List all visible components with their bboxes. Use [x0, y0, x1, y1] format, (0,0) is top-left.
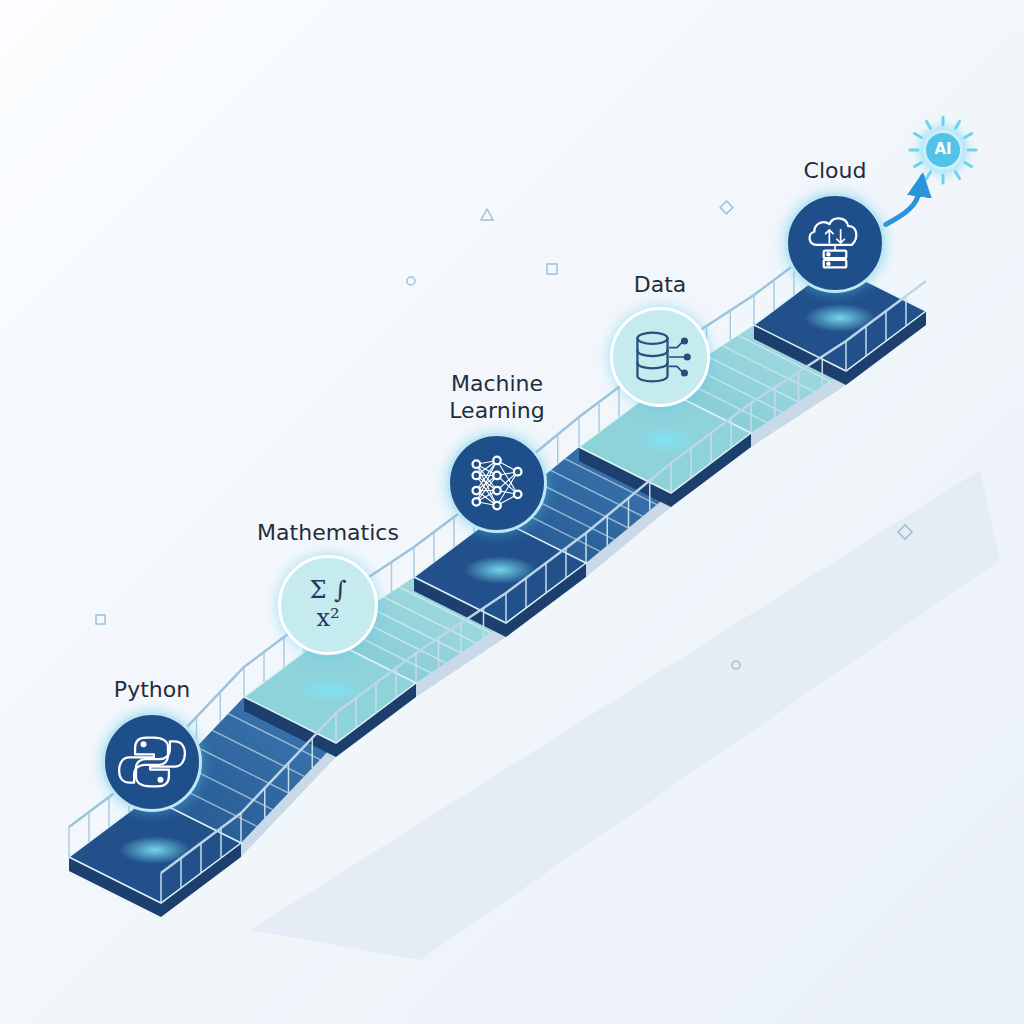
step-edge	[369, 607, 461, 653]
rail-post	[68, 827, 70, 857]
math-symbols: Σ ∫ x²	[301, 577, 355, 632]
rail-post	[375, 683, 377, 713]
rail-post	[395, 668, 397, 698]
rail-post	[598, 402, 600, 432]
rail-post	[220, 692, 222, 722]
square-deco	[547, 264, 557, 274]
python-icon	[105, 715, 199, 809]
ai-glow	[913, 120, 973, 180]
rail-post	[483, 608, 485, 638]
data-icon	[613, 310, 707, 404]
rail-post	[822, 357, 824, 387]
rail-post	[180, 858, 182, 888]
ml-icon	[450, 436, 544, 530]
step-edge	[707, 356, 799, 402]
rail-post	[690, 448, 692, 478]
rail-post	[355, 698, 357, 728]
skill-circle: Machine Learning	[447, 433, 547, 533]
step-edge	[537, 482, 629, 528]
rail-post	[773, 280, 775, 310]
rail-post	[263, 652, 265, 682]
step-label: Python	[114, 677, 190, 703]
hand-rail	[161, 281, 926, 873]
cloud-icon	[788, 196, 882, 290]
rail-post	[578, 417, 580, 447]
skill-circle: Python	[102, 712, 202, 812]
rail-post	[240, 813, 242, 843]
rail-post	[753, 295, 755, 325]
rail-post	[335, 713, 337, 743]
step-label: Machine Learning	[427, 371, 567, 424]
rail-post	[160, 873, 162, 903]
rail-post	[525, 578, 527, 608]
rail-post	[505, 593, 507, 623]
rail-post	[730, 418, 732, 448]
step-label: Data	[634, 272, 687, 298]
rail-post	[545, 563, 547, 593]
step-label: Mathematics	[257, 520, 399, 546]
rail-post	[460, 623, 462, 653]
rail-post	[774, 388, 776, 418]
rail-post	[710, 433, 712, 463]
rail-post	[845, 341, 847, 371]
rail-post	[413, 547, 415, 577]
rail-post	[264, 788, 266, 818]
rail-post	[312, 738, 314, 768]
rail-post	[243, 667, 245, 697]
rail-post	[565, 548, 567, 578]
diamond-deco	[898, 525, 912, 539]
diamond-deco	[720, 201, 733, 214]
rail-post	[88, 812, 90, 842]
stairs	[69, 235, 926, 917]
growth-arrow	[886, 177, 923, 225]
ai-badge: AI	[923, 130, 963, 170]
rail-post	[670, 463, 672, 493]
rail-post	[585, 533, 587, 563]
step-edge	[212, 730, 304, 776]
rail-post	[108, 797, 110, 827]
rail-post	[865, 326, 867, 356]
badge-text: AI	[934, 141, 951, 158]
rail-post	[885, 311, 887, 341]
rail-post	[415, 653, 417, 683]
rail-post	[798, 372, 800, 402]
rail-post	[750, 403, 752, 433]
skill-circle: MathematicsΣ ∫ x²	[278, 555, 378, 655]
skill-circle: Data	[610, 307, 710, 407]
rail-post	[438, 638, 440, 668]
rail-post	[391, 562, 393, 592]
rail-post	[905, 296, 907, 326]
rail-post	[649, 481, 651, 511]
step-label: Cloud	[804, 158, 867, 184]
skill-circle: Cloud	[785, 193, 885, 293]
rail-post	[453, 517, 455, 547]
step-edge	[197, 747, 289, 793]
rail-post	[557, 435, 559, 465]
rail-post	[628, 498, 630, 528]
dot-deco	[407, 277, 415, 285]
rail-post	[220, 828, 222, 858]
triangle-deco	[481, 209, 493, 220]
rail-post	[607, 516, 609, 546]
platform-top	[69, 797, 241, 903]
ai-rays	[910, 117, 976, 183]
rail-post	[200, 843, 202, 873]
dot-deco	[732, 661, 740, 669]
decorations	[96, 201, 912, 669]
rail-post	[618, 387, 620, 417]
square-deco	[96, 615, 105, 624]
rail-post	[730, 311, 732, 341]
rail-post	[288, 763, 290, 793]
rail-post	[433, 532, 435, 562]
hand-rail	[69, 235, 834, 827]
rail-post	[283, 637, 285, 667]
